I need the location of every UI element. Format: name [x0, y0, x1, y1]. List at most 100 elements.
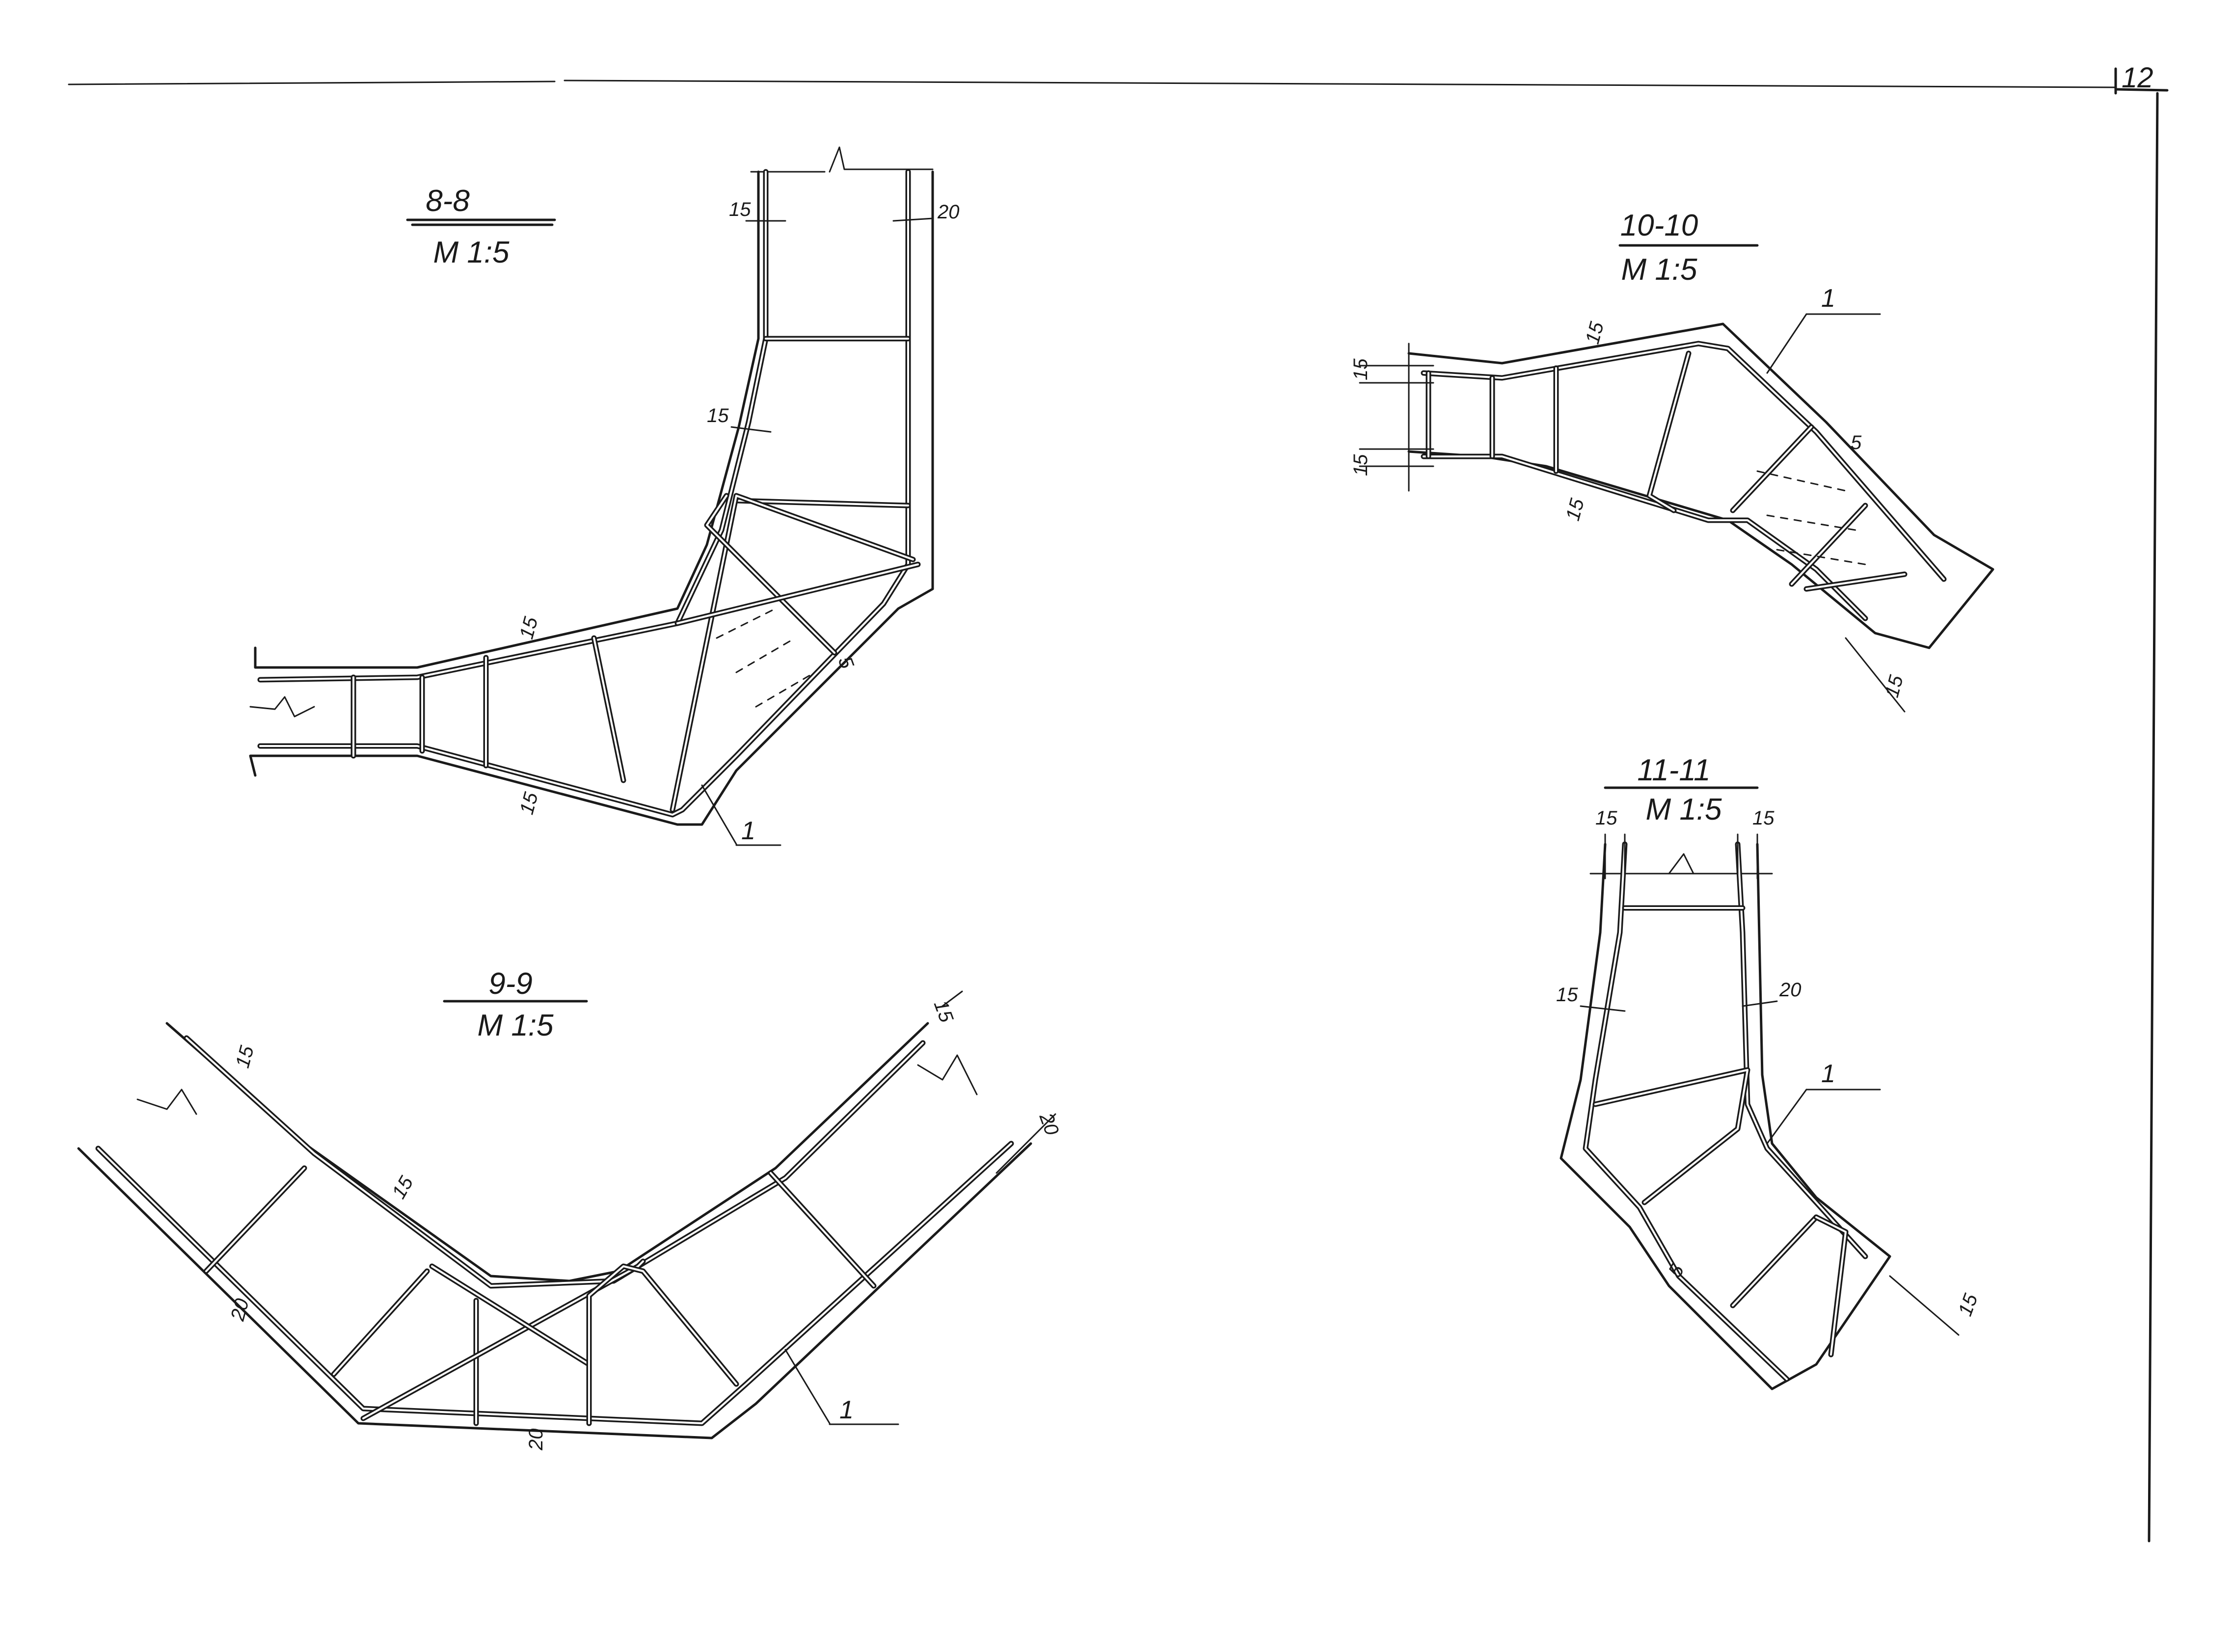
rebar-core — [259, 171, 767, 681]
position-marker: 1 — [1821, 1060, 1835, 1088]
rebar-inner — [1735, 841, 1868, 1259]
dimension-label: 15 — [515, 614, 542, 641]
hidden-lines — [716, 608, 816, 708]
dimension-label: 15 — [232, 1043, 258, 1070]
rebar-hook — [586, 1263, 739, 1426]
position-marker: 1 — [1821, 284, 1835, 313]
rebar-core — [333, 1270, 428, 1375]
dimension-label: 5 — [834, 654, 858, 672]
dim-line — [730, 426, 772, 433]
section-title: 8-8 — [426, 184, 470, 218]
frame-top-line-right — [564, 80, 2117, 88]
dimension-label: 15 — [729, 199, 751, 220]
rebar-inner — [257, 169, 911, 818]
rebar-outer — [257, 169, 769, 683]
rebar-core — [1585, 843, 1788, 1380]
leader-line — [1766, 1089, 1807, 1145]
dimension-label: 15 — [388, 1172, 418, 1202]
dimension-label: 15 — [930, 997, 958, 1026]
section-title: 9-9 — [488, 967, 533, 1001]
concrete-outline — [249, 170, 934, 826]
rebar-core — [1815, 1216, 1847, 1356]
rebar-hook — [1813, 1214, 1849, 1358]
dim-line — [1580, 1005, 1626, 1012]
rebar-core — [362, 1260, 644, 1419]
rebar-core — [593, 637, 624, 781]
dimension-label: 15 — [1562, 496, 1588, 523]
dimension-label: 15 — [1350, 454, 1371, 476]
leader-line — [701, 784, 737, 845]
break-line-right — [917, 1054, 978, 1095]
dimension-label: 15 — [1556, 984, 1578, 1006]
dimension-label: 5 — [1851, 432, 1862, 453]
rebar-core — [770, 1172, 875, 1287]
rebar-core — [1737, 843, 1866, 1257]
section-8-8: 8-8 М 1:5 15 20 15 15 5 15 1 — [249, 146, 960, 846]
section-11-11: 11-11 М 1:5 15 15 15 20 5 15 1 — [1556, 753, 1982, 1390]
dimension-label: 15 — [1954, 1291, 1982, 1319]
rebar-core — [1732, 426, 1812, 511]
concrete-outline — [1560, 843, 1891, 1390]
rebar-outer — [1583, 841, 1790, 1382]
rebar-core — [1423, 343, 1945, 580]
rebar-core — [1805, 573, 1906, 590]
dim-line — [892, 217, 934, 222]
section-scale: М 1:5 — [1645, 793, 1722, 826]
dimension-label: 15 — [1350, 358, 1371, 380]
rebar-core — [1594, 1069, 1748, 1203]
rebar-core — [1791, 505, 1866, 585]
dimension-label: 20 — [1779, 979, 1802, 1001]
leader-line — [784, 1349, 831, 1424]
section-10-10: 10-10 М 1:5 15 15 15 15 5 15 1 — [1350, 209, 1994, 713]
rebar-core — [431, 1265, 590, 1424]
section-scale: М 1:5 — [477, 1009, 554, 1042]
section-title: 10-10 — [1620, 209, 1698, 242]
dimension-label: 15 — [1752, 807, 1775, 829]
dim-line — [1742, 1000, 1778, 1007]
rebar-core — [1732, 1216, 1817, 1306]
dim-line — [1889, 1275, 1960, 1336]
dimension-label: 15 — [1582, 320, 1608, 346]
section-9-9: 9-9 М 1:5 15 15 15 20 20 20 1 — [77, 967, 1063, 1451]
rebar-core — [259, 171, 909, 816]
concrete-outline — [77, 1022, 1032, 1439]
rebar-core — [706, 495, 835, 654]
section-scale: М 1:5 — [433, 236, 510, 269]
position-marker: 1 — [741, 817, 755, 845]
break-mark — [1668, 853, 1694, 875]
rebar-outer — [184, 1035, 926, 1289]
dimension-label: 20 — [525, 1429, 547, 1451]
rebar-core — [205, 1167, 305, 1272]
dimension-label: 20 — [1035, 1110, 1063, 1138]
rebar-core — [97, 1143, 1012, 1424]
concrete-outline — [1407, 322, 1994, 649]
frame-title-rule — [2114, 88, 2169, 92]
dimension-label: 5 — [1664, 1260, 1689, 1281]
dim-line — [995, 1113, 1056, 1174]
sheet-frame: 12 — [68, 62, 2169, 1543]
section-title: 11-11 — [1637, 753, 1710, 787]
rebar-core — [676, 563, 919, 624]
section-scale: М 1:5 — [1621, 253, 1697, 287]
dim-line — [941, 990, 963, 1007]
rebar-diagonal — [429, 1263, 592, 1426]
rebar-core — [1648, 352, 1690, 511]
dimension-label: 15 — [516, 790, 542, 817]
break-line-left — [249, 696, 315, 718]
hidden-lines — [1756, 470, 1866, 565]
rebar-core — [1423, 455, 1866, 619]
rebar-core — [672, 495, 914, 811]
frame-top-line-left — [68, 80, 556, 85]
break-line-left — [136, 1089, 197, 1115]
rebar-core — [735, 500, 909, 506]
rebar-core — [588, 1265, 737, 1424]
position-marker: 1 — [839, 1396, 854, 1424]
break-line-top — [750, 146, 934, 173]
dimension-label: 20 — [937, 201, 960, 223]
rebar-core — [186, 1037, 924, 1287]
dimension-label: 15 — [1595, 807, 1617, 829]
dimension-label: 15 — [707, 405, 729, 426]
leader-line — [1766, 313, 1807, 374]
